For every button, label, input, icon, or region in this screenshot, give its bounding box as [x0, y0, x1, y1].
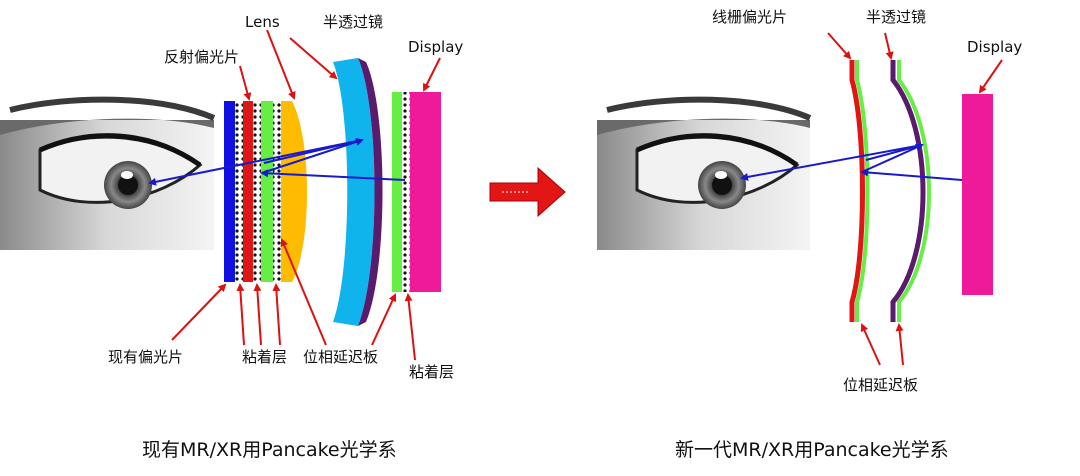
- label-half-mirror-left: 半透过镜: [323, 13, 383, 31]
- left-diagram: Lens 半透过镜 反射偏光片 Display 现有偏光片 粘着层 位相延迟板 …: [0, 13, 463, 461]
- lens-shape: [281, 101, 307, 282]
- dotted-adhesive-4: [402, 92, 410, 292]
- half-mirror-cyan: [333, 58, 375, 326]
- reflective-polarizer-layer: [243, 101, 253, 282]
- label-reflective-polarizer: 反射偏光片: [164, 48, 239, 66]
- label-wire-grid-polarizer: 线栅偏光片: [712, 8, 787, 26]
- eye-photo-left: [0, 96, 216, 250]
- retarder-layer-left: [261, 101, 273, 282]
- eye-photo-right: [597, 96, 812, 250]
- label-adhesive-2: 粘着层: [409, 363, 454, 381]
- dotted-adhesive-3: [273, 101, 281, 282]
- wire-grid-polarizer-layer: [849, 60, 865, 322]
- caption-left: 现有MR/XR用Pancake光学系: [142, 439, 397, 461]
- label-display-left: Display: [408, 38, 463, 56]
- label-retarder-left: 位相延迟板: [303, 348, 378, 366]
- right-diagram: 线栅偏光片 半透过镜 Display 位相延迟板 新一代MR/XR用Pancak…: [597, 8, 1022, 461]
- annotation-arrows-right: [827, 32, 1003, 366]
- retarder-layer-left-2: [392, 92, 402, 292]
- retarder-layer-right-back: [897, 60, 931, 322]
- label-existing-polarizer: 现有偏光片: [108, 348, 183, 366]
- dotted-adhesive-1: [235, 101, 243, 282]
- label-retarder-right: 位相延迟板: [843, 376, 918, 394]
- caption-right: 新一代MR/XR用Pancake光学系: [675, 439, 949, 461]
- label-display-right: Display: [967, 38, 1022, 56]
- label-adhesive-1: 粘着层: [242, 348, 287, 366]
- light-path-left: [148, 138, 406, 186]
- retarder-layer-right-front: [855, 60, 870, 322]
- right-arrow-icon: [489, 166, 566, 218]
- existing-polarizer-layer: [224, 101, 235, 282]
- dotted-adhesive-2: [253, 101, 261, 282]
- light-path-right: [740, 143, 963, 181]
- label-half-mirror-right: 半透过镜: [866, 8, 926, 26]
- display-panel-left: [410, 92, 441, 292]
- half-mirror-right: [890, 60, 926, 322]
- half-mirror-coating: [358, 58, 383, 326]
- display-panel-right: [962, 94, 993, 295]
- annotation-arrows-left: [171, 29, 441, 361]
- label-lens: Lens: [245, 13, 280, 31]
